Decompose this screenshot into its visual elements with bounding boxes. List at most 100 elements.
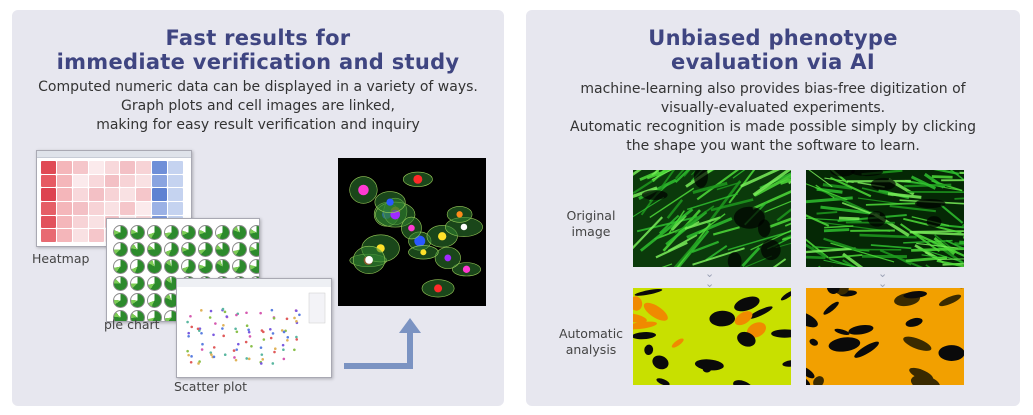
heatmap-cell	[104, 174, 120, 188]
scatter-point	[259, 362, 263, 365]
fiber	[686, 193, 738, 211]
segment-blob	[806, 311, 818, 328]
pie-chart-label: ple chart	[104, 317, 160, 332]
scatter-point	[282, 357, 286, 361]
original-image-1-graphic	[633, 170, 791, 267]
scatter-point	[248, 335, 252, 338]
segment-blob	[848, 324, 874, 335]
fiber	[633, 216, 664, 250]
original-image-2	[806, 170, 964, 267]
fiber	[706, 180, 742, 225]
right-desc-line1: machine-learning also provides bias-free…	[580, 81, 966, 97]
fiber	[936, 259, 964, 267]
fiber	[639, 208, 694, 252]
scatter-point	[196, 327, 200, 331]
cell-nucleus	[460, 223, 468, 231]
left-desc-line1: Computed numeric data can be displayed i…	[38, 79, 478, 95]
fiber	[806, 183, 848, 201]
segment-blob	[823, 301, 839, 315]
scatter-legend	[308, 292, 326, 324]
segment-blob	[771, 329, 791, 338]
heatmap-cell	[56, 229, 72, 242]
right-panel: Unbiased phenotype evaluation via AI mac…	[526, 10, 1020, 406]
cell-nucleus	[444, 254, 452, 262]
analysis-image-2-graphic	[806, 288, 964, 385]
pie-chart-item	[147, 225, 162, 240]
analysis-image-2	[806, 288, 964, 385]
fiber	[945, 239, 964, 250]
heatmap-cell	[168, 202, 183, 215]
segment-blob	[910, 375, 941, 385]
segment-blob	[656, 378, 670, 385]
fiber	[838, 216, 860, 221]
heatmap-cell	[120, 188, 136, 201]
fiber	[692, 181, 728, 194]
segment-blob	[806, 366, 815, 379]
right-description: machine-learning also provides bias-free…	[526, 80, 1020, 156]
right-desc-line2: visually-evaluated experiments.	[660, 100, 886, 116]
segment-blob	[813, 376, 824, 385]
pie-chart-item	[147, 276, 162, 291]
scatter-point	[209, 309, 213, 313]
dark-region	[870, 177, 896, 191]
segment-blob	[956, 288, 964, 289]
fiber	[842, 259, 856, 267]
heatmap-cell	[120, 202, 136, 215]
fiber	[939, 224, 964, 229]
original-label-line2: image	[571, 224, 611, 239]
heatmap-cell	[120, 174, 136, 188]
fiber	[675, 170, 685, 180]
cell-nucleus	[408, 224, 415, 232]
scatter-point	[286, 338, 289, 342]
segment-blob	[634, 289, 663, 296]
fiber	[806, 255, 826, 260]
scatter-point	[209, 351, 213, 354]
fiber	[776, 208, 791, 222]
pie-chart-item	[232, 259, 247, 274]
fiber	[750, 229, 791, 251]
scatter-point	[273, 350, 276, 354]
scatter-points	[186, 307, 301, 365]
left-panel: Fast results for immediate verification …	[12, 10, 504, 406]
pie-chart-item	[164, 225, 179, 240]
heatmap-cell	[136, 174, 152, 188]
segment-blob	[633, 321, 657, 330]
left-description: Computed numeric data can be displayed i…	[12, 78, 504, 135]
fiber	[900, 223, 941, 253]
pie-chart-item	[147, 259, 162, 274]
scatter-point	[259, 346, 263, 349]
pie-chart-item	[164, 259, 179, 274]
fiber	[710, 198, 754, 212]
segment-blob	[671, 338, 684, 348]
fiber	[696, 170, 740, 201]
heatmap-cell	[41, 229, 56, 242]
pie-chart-item	[181, 225, 196, 240]
pie-chart-item	[147, 242, 162, 257]
fiber	[661, 263, 673, 267]
fiber	[779, 178, 791, 185]
fiber	[823, 259, 858, 267]
arrow-up-icon	[344, 318, 421, 369]
left-title: Fast results for immediate verification …	[12, 26, 504, 74]
fiber	[828, 254, 863, 259]
fiber	[954, 197, 964, 200]
fiber	[887, 192, 922, 199]
heatmap-cell	[72, 229, 88, 242]
scatter-plot-screenshot	[176, 278, 332, 378]
heatmap-cell	[168, 174, 183, 188]
scatter-point	[186, 349, 189, 353]
cell-image-graphic	[349, 171, 483, 298]
fiber	[829, 176, 872, 198]
scatter-point	[281, 343, 285, 347]
scatter-point	[247, 328, 250, 332]
pie-chart-item	[249, 225, 259, 240]
pie-chart-item	[130, 276, 145, 291]
fiber	[691, 240, 720, 254]
fiber	[859, 233, 917, 239]
pie-chart-item	[215, 225, 230, 240]
scatter-point	[223, 310, 227, 314]
pie-chart-item	[249, 242, 259, 257]
fiber	[933, 170, 960, 175]
dark-region	[733, 206, 765, 229]
pie-chart-item	[113, 242, 128, 257]
